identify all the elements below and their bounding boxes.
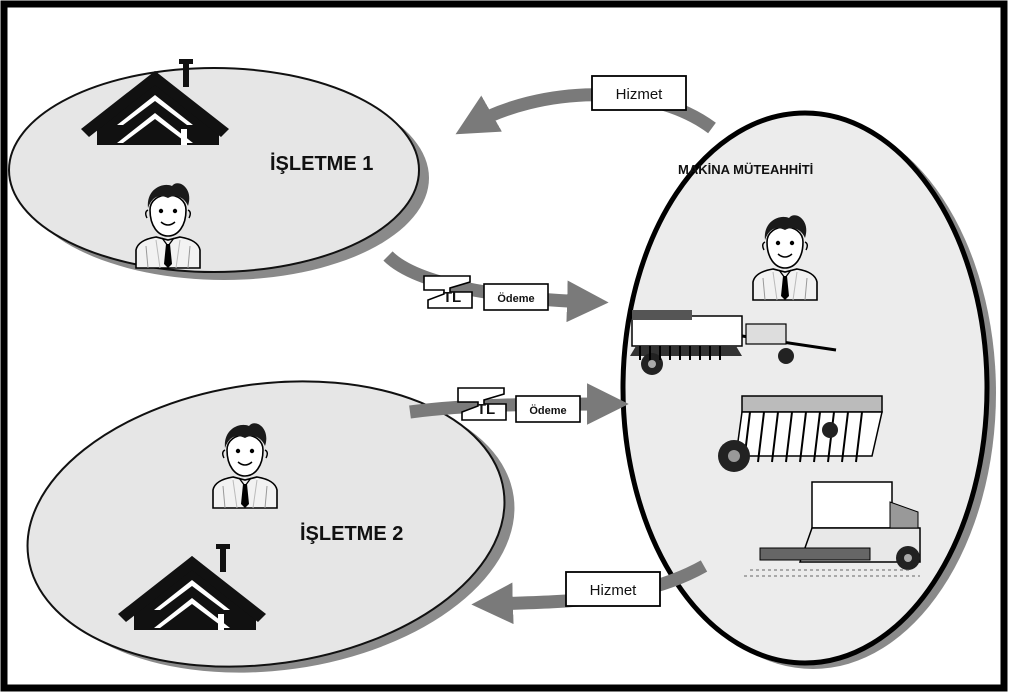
service-label-2: Hizmet: [565, 571, 661, 607]
payment-label-text: Ödeme: [497, 292, 534, 305]
seed-drill-icon: [718, 395, 883, 472]
currency-text: TL: [443, 289, 461, 306]
service-label-1: Hizmet: [591, 75, 687, 111]
payment-arrow-2: [409, 383, 629, 425]
contractor-label: MAKİNA MÜTEAHHİTİ: [678, 162, 813, 177]
currency-text: TL: [477, 401, 495, 418]
isletme-1-label: İŞLETME 1: [270, 152, 373, 175]
payment-arrow-1: [383, 251, 609, 323]
isletme-2-node: İŞLETME 2: [26, 380, 515, 673]
payment-label-1: TL Ödeme: [423, 275, 549, 311]
isletme-1-node: İŞLETME 1: [8, 59, 429, 280]
payment-label-2: TL Ödeme: [457, 387, 581, 423]
baler-machine-icon: [630, 310, 837, 375]
isletme-2-label: İŞLETME 2: [300, 522, 403, 545]
service-label-text: Hizmet: [616, 86, 664, 103]
contractor-node: MAKİNA MÜTEAHHİTİ: [620, 110, 996, 669]
payment-label-text: Ödeme: [529, 404, 566, 417]
harvester-icon: [744, 481, 921, 577]
service-label-text: Hizmet: [590, 582, 638, 599]
